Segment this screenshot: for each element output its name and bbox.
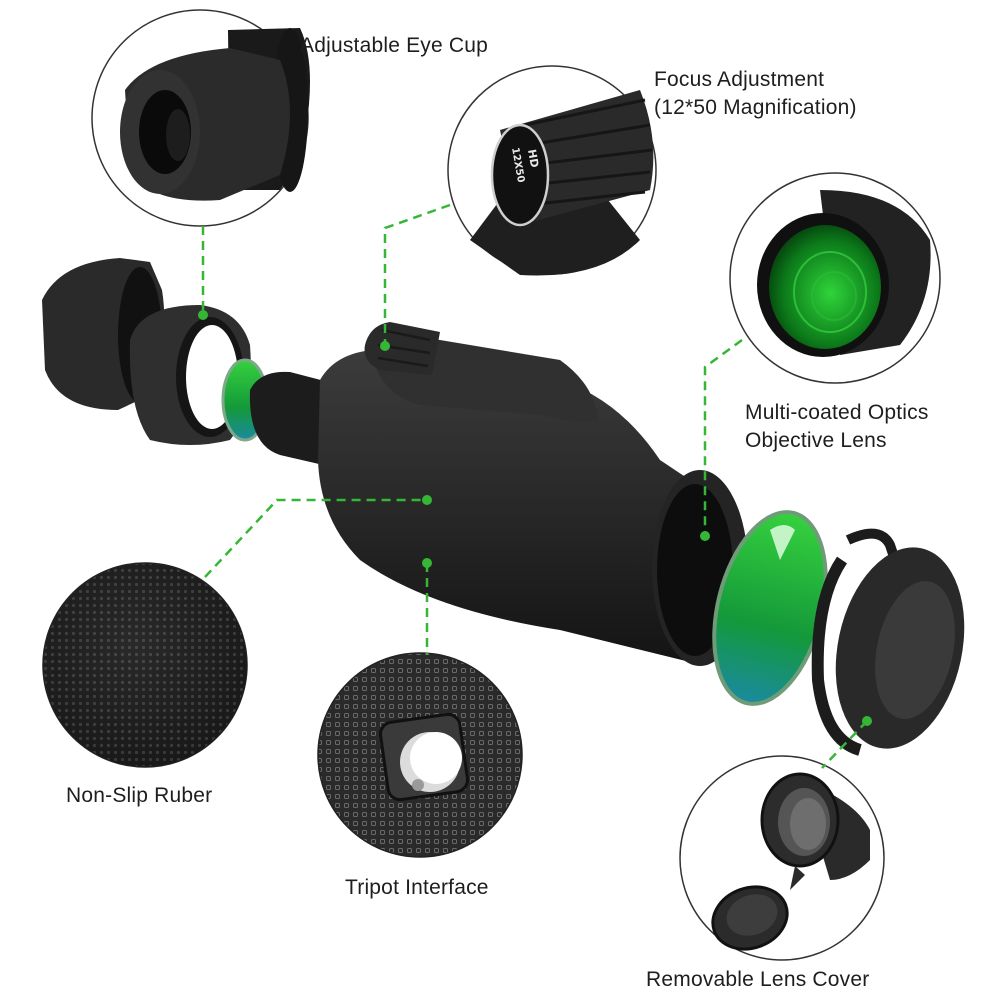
label-tripod-interface: Tripot Interface	[345, 876, 489, 899]
objective-lens-detail	[729, 172, 941, 384]
lens-cover-detail	[679, 755, 885, 961]
rubber-texture-detail	[42, 562, 248, 768]
leader-dots	[198, 310, 872, 726]
focus-knob-detail: HD 12X50	[447, 65, 657, 276]
leader-lines	[201, 203, 868, 769]
focus-knob-engraving-hd: HD	[525, 148, 541, 168]
tripod-interface-detail	[317, 652, 523, 858]
label-non-slip-rubber: Non-Slip Ruber	[66, 784, 213, 807]
label-focus-adjustment: Focus Adjustment (12*50 Magnification)	[654, 68, 857, 119]
label-removable-lens-cover: Removable Lens Cover	[646, 968, 870, 991]
eye-cup-detail	[91, 9, 310, 227]
exploded-monocular	[42, 258, 965, 756]
label-adjustable-eye-cup: Adjustable Eye Cup	[300, 34, 489, 57]
label-multi-coated-optics: Multi-coated Optics Objective Lens	[745, 401, 929, 452]
